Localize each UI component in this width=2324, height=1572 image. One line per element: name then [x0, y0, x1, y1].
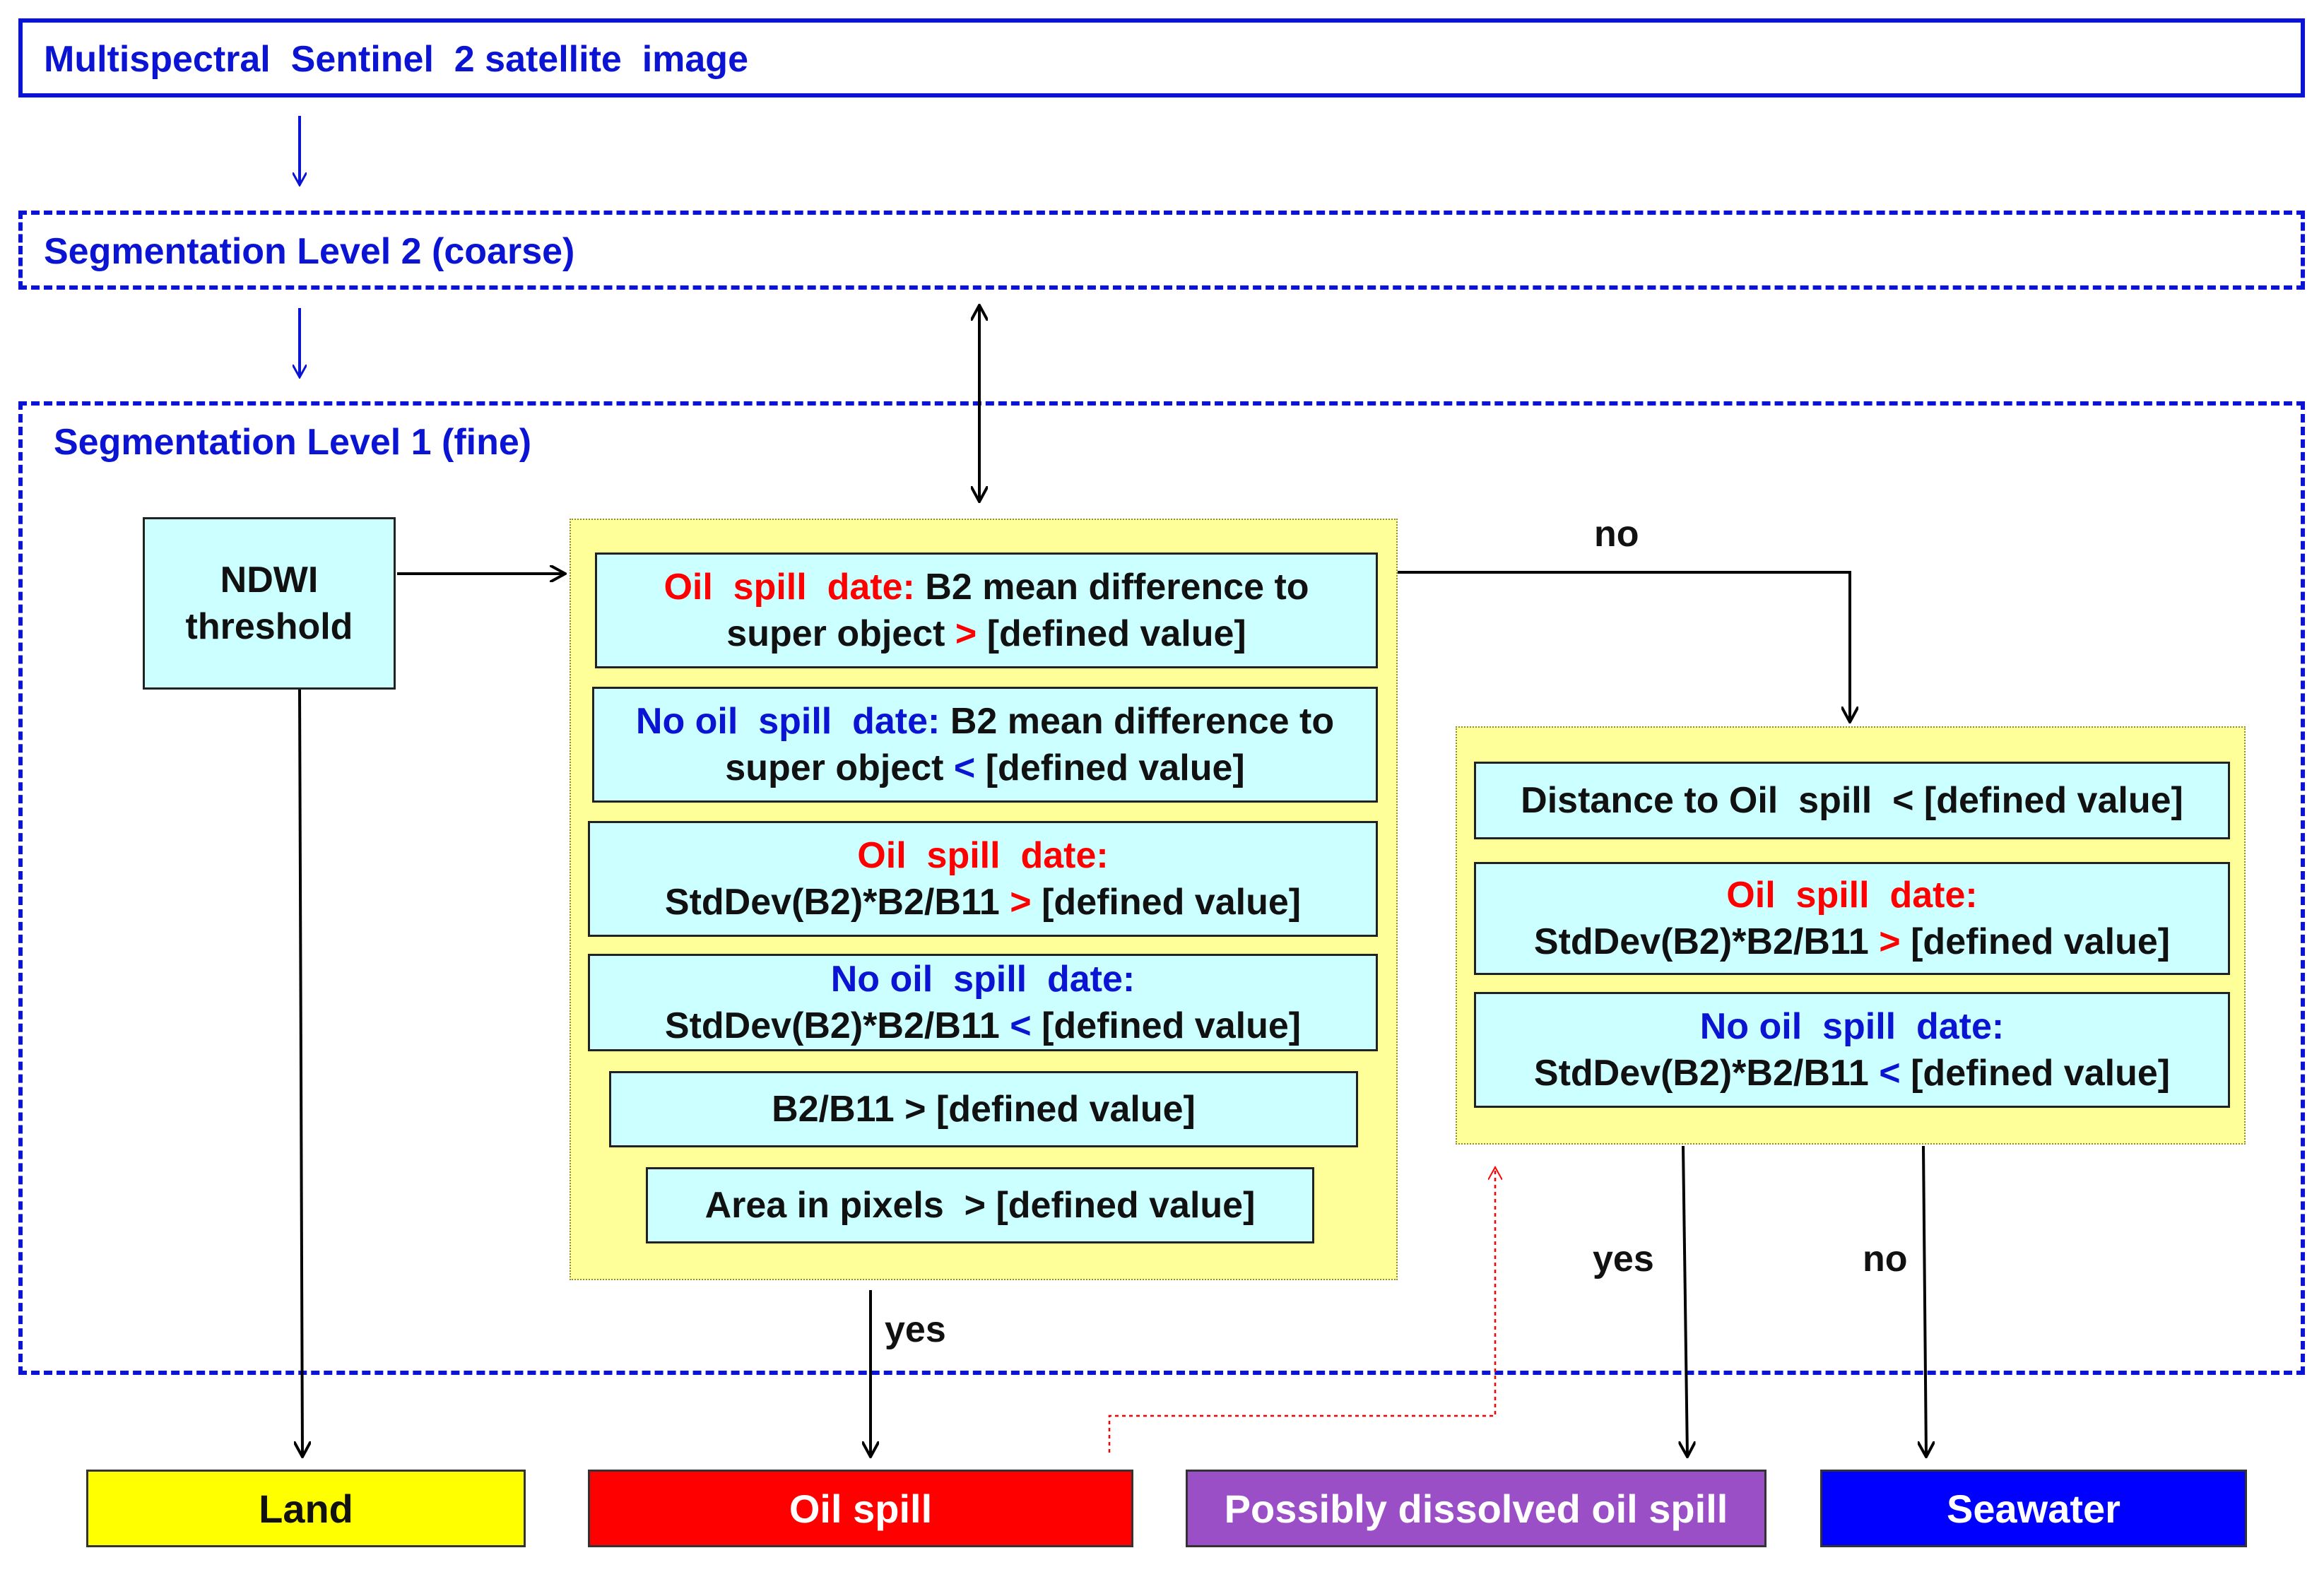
criterion-operator: <	[953, 747, 976, 788]
result-seawater: Seawater	[1820, 1470, 2247, 1547]
criterion-text: super object	[726, 613, 955, 654]
criterion-operator: >	[955, 613, 977, 654]
feedback-oil-spill-to-right-panel	[1108, 1167, 1495, 1453]
criterion-value: [defined value]	[1900, 921, 2171, 962]
arrow-criteria-no-to-right-panel	[1398, 571, 1850, 722]
result-dissolved-oil-spill: Possibly dissolved oil spill	[1186, 1470, 1766, 1547]
criterion-head: No oil spill date:	[635, 701, 940, 742]
arrow-ndwi-to-land	[300, 689, 302, 1457]
criterion-text: super object	[725, 747, 954, 788]
criterion-value: [defined value]	[977, 613, 1246, 654]
criterion-text: StdDev(B2)*B2/B11	[664, 882, 1010, 923]
edge-label-yes-oil: yes	[885, 1309, 946, 1350]
criterion-b2-mean-diff-no-oil: No oil spill date: B2 mean difference to…	[592, 687, 1378, 803]
criterion-text: Distance to Oil spill < [defined value]	[1521, 780, 2183, 821]
criterion-stddev-no-oil-right: No oil spill date: StdDev(B2)*B2/B11 < […	[1474, 992, 2230, 1108]
criterion-head: Oil spill date:	[1726, 875, 1978, 916]
criterion-b2-mean-diff-oil: Oil spill date: B2 mean difference to su…	[595, 552, 1378, 668]
result-land-label: Land	[259, 1486, 353, 1531]
criterion-value: [defined value]	[1900, 1053, 2171, 1094]
edge-label-no-seawater: no	[1863, 1239, 1908, 1280]
segmentation-level2-label: Segmentation Level 2 (coarse)	[44, 231, 575, 272]
criterion-value: [defined value]	[975, 747, 1245, 788]
segmentation-level2-frame: Segmentation Level 2 (coarse)	[18, 211, 2305, 290]
segmentation-level1-label: Segmentation Level 1 (fine)	[54, 422, 532, 463]
criterion-distance-to-oil-spill: Distance to Oil spill < [defined value]	[1474, 762, 2230, 839]
criterion-stddev-oil-right: Oil spill date: StdDev(B2)*B2/B11 > [def…	[1474, 862, 2230, 975]
criterion-head: No oil spill date:	[1699, 1006, 2005, 1047]
criterion-head: Oil spill date:	[857, 835, 1109, 876]
criterion-head: No oil spill date:	[830, 959, 1136, 1000]
result-oil-spill-label: Oil spill	[789, 1486, 933, 1531]
criterion-stddev-no-oil: No oil spill date: StdDev(B2)*B2/B11 < […	[588, 954, 1378, 1051]
input-image-frame: Multispectral Sentinel 2 satellite image	[18, 18, 2305, 97]
result-dissolved-label: Possibly dissolved oil spill	[1224, 1486, 1728, 1531]
criterion-text: StdDev(B2)*B2/B11	[1533, 921, 1880, 962]
criterion-operator: >	[1879, 921, 1901, 962]
result-land: Land	[86, 1470, 526, 1547]
edge-label-yes-dissolved: yes	[1593, 1239, 1654, 1280]
criterion-tail: B2 mean difference to	[940, 701, 1335, 742]
input-image-label: Multispectral Sentinel 2 satellite image	[44, 39, 748, 80]
criterion-text: StdDev(B2)*B2/B11	[664, 1005, 1010, 1046]
ndwi-line1: NDWI	[220, 560, 319, 601]
criterion-text: Area in pixels > [defined value]	[704, 1185, 1256, 1226]
criterion-text: StdDev(B2)*B2/B11	[1533, 1053, 1880, 1094]
criterion-b2-b11-ratio: B2/B11 > [defined value]	[609, 1071, 1358, 1147]
criterion-stddev-oil: Oil spill date: StdDev(B2)*B2/B11 > [def…	[588, 821, 1378, 937]
segmentation-level1-frame: Segmentation Level 1 (fine)	[18, 401, 2305, 1375]
ndwi-threshold-box: NDWI threshold	[143, 517, 396, 690]
criterion-operator: <	[1879, 1053, 1901, 1094]
arrow-right-panel-no-to-seawater	[1923, 1145, 1926, 1457]
criterion-text: B2/B11 > [defined value]	[772, 1089, 1196, 1130]
result-seawater-label: Seawater	[1947, 1486, 2120, 1531]
criterion-operator: >	[1010, 882, 1032, 923]
ndwi-line2: threshold	[185, 606, 353, 647]
criterion-operator: <	[1010, 1005, 1032, 1046]
criterion-value: [defined value]	[1031, 882, 1302, 923]
criterion-area-pixels: Area in pixels > [defined value]	[646, 1167, 1314, 1243]
edge-label-no-top: no	[1594, 514, 1639, 555]
criterion-head: Oil spill date:	[663, 567, 915, 608]
criterion-value: [defined value]	[1031, 1005, 1302, 1046]
result-oil-spill: Oil spill	[588, 1470, 1133, 1547]
criterion-tail: B2 mean difference to	[914, 567, 1309, 608]
arrow-right-panel-yes-to-dissolved	[1683, 1145, 1687, 1457]
